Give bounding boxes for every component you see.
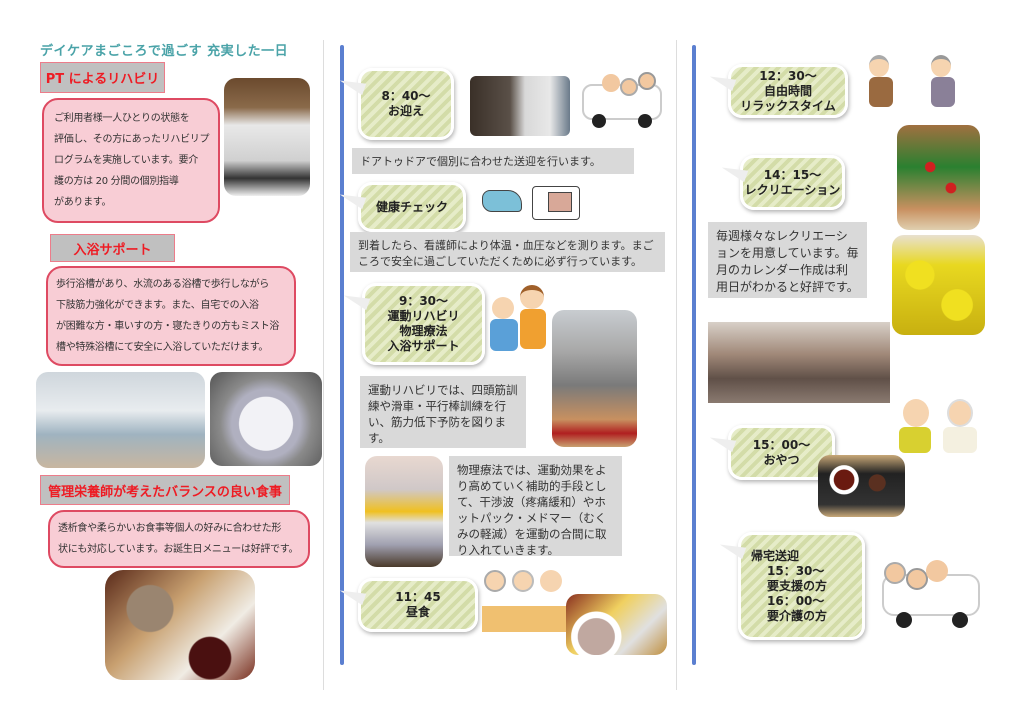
activity-label: おやつ: [763, 452, 800, 467]
time: 16：00～: [767, 593, 825, 608]
time: 9：30～: [398, 294, 449, 308]
activity-label: 運動リハビリ: [387, 309, 460, 323]
pt-description: ご利用者様一人ひとりの状態を 評価し、その方にあったリハビリプ ログラムを実施し…: [42, 98, 220, 223]
bathing-illustration: [488, 283, 552, 355]
page-title: デイケアまごころで過ごす 充実した一日: [40, 44, 289, 59]
meal-photo: [105, 570, 255, 680]
activity-label: リラックスタイム: [740, 98, 836, 113]
snack-photo: [818, 455, 905, 517]
rehab-bubble: 9：30～ 運動リハビリ 物理療法 入浴サポート: [362, 283, 485, 365]
text-line: 下肢筋力強化ができます。また、自宅での入浴: [56, 300, 259, 311]
health-description: 到着したら、看護師により体温・血圧などを測ります。まごころで安全に過ごしていただ…: [350, 232, 665, 272]
time: 11：45: [395, 590, 441, 604]
text-line: ログラムを実施しています。要介: [54, 155, 198, 166]
activity-label: 帰宅送迎: [751, 548, 800, 563]
pickup-description: ドアトゥドアで個別に合わせた送迎を行います。: [352, 148, 634, 174]
time: 8：40～: [381, 89, 431, 103]
text-line: 評価し、その方にあったリハビリプ: [54, 134, 210, 145]
text-line: 透析食や柔らかいお食事等個人の好みに合わせた形: [58, 523, 282, 534]
activity-label: 昼食: [405, 605, 430, 619]
pickup-van-photo: [470, 76, 570, 136]
activity-label: 物理療法: [399, 324, 448, 338]
therapy-machine-photo: [365, 456, 443, 567]
meal-heading: 管理栄養師が考えたバランスの良い食事: [40, 475, 290, 505]
bath-description: 歩行浴槽があり、水流のある浴槽で歩行しながら 下肢筋力強化ができます。また、自宅…: [46, 266, 296, 366]
tea-time-illustration: [897, 395, 982, 460]
lunch-photo: [566, 594, 667, 655]
tiger-craft-photo: [892, 235, 985, 335]
lunch-illustration: [482, 568, 568, 632]
rehab-description: 運動リハビリでは、四頭筋訓練や滑車・平行棒訓練を行い、筋力低下予防を図ります。: [360, 376, 526, 448]
text-line: があります。: [54, 197, 112, 208]
activity-label: レクリエーション: [744, 182, 841, 197]
snack-bubble: 15：00～ おやつ: [728, 425, 835, 480]
activity-label: 健康チェック: [375, 199, 448, 214]
bath-machine-photo: [210, 372, 322, 466]
pickup-bubble: 8：40～ お迎え: [358, 68, 454, 140]
flower-craft-photo: [897, 125, 980, 230]
health-bubble: 健康チェック: [358, 182, 466, 232]
timeline-bar: [340, 45, 344, 665]
text-line: が困難な方・車いすの方・寝たきりの方もミスト浴: [56, 321, 280, 332]
relaxing-illustration: [855, 53, 980, 113]
text-line: 歩行浴槽があり、水流のある浴槽で歩行しながら: [56, 279, 269, 290]
text-line: ご利用者様一人ひとりの状態を: [54, 113, 190, 124]
text-line: 護の方は 20 分間の個別指導: [54, 176, 179, 187]
group-activity-photo: [708, 322, 890, 403]
activity-label: お迎え: [387, 104, 424, 118]
parallel-bars-photo: [552, 310, 637, 447]
time: 15：30～: [767, 563, 825, 578]
activity-label: 要介護の方: [767, 608, 828, 623]
column-divider: [676, 40, 677, 690]
text-line: 状にも対応しています。お誕生日メニューは好評です。: [58, 544, 299, 555]
timeline-bar: [692, 45, 696, 665]
text-line: 槽や特殊浴槽にて安全に入浴していただけます。: [56, 342, 269, 353]
van-illustration: [880, 560, 982, 630]
time: 14：15～: [763, 167, 822, 182]
van-illustration: [580, 70, 665, 130]
return-home-bubble: 帰宅送迎 15：30～ 要支援の方 16：00～ 要介護の方: [738, 532, 865, 640]
activity-label: 入浴サポート: [387, 339, 460, 353]
lunch-bubble: 11：45 昼食: [358, 578, 478, 632]
time: 15：00～: [752, 437, 811, 452]
activity-label: 要支援の方: [767, 578, 828, 593]
therapy-description: 物理療法では、運動効果をより高めていく補助的手段として、干渉波（疼痛緩和）やホッ…: [449, 456, 622, 557]
recreation-description: 毎週様々なレクリエーションを用意しています。毎月のカレンダー作成は利用日がわかる…: [708, 222, 867, 298]
bath-heading: 入浴サポート: [50, 234, 175, 262]
activity-label: 自由時間: [763, 83, 812, 98]
bath-photo: [36, 372, 205, 468]
column-divider: [323, 40, 324, 690]
recreation-bubble: 14：15～ レクリエーション: [740, 155, 845, 210]
free-time-bubble: 12：30～ 自由時間 リラックスタイム: [728, 64, 848, 118]
blood-pressure-illustration: [482, 186, 582, 230]
time: 12：30～: [759, 68, 817, 83]
meal-description: 透析食や柔らかいお食事等個人の好みに合わせた形 状にも対応しています。お誕生日メ…: [48, 510, 310, 568]
pt-heading: PT によるリハビリ: [40, 62, 165, 93]
rehab-photo: [224, 78, 310, 196]
